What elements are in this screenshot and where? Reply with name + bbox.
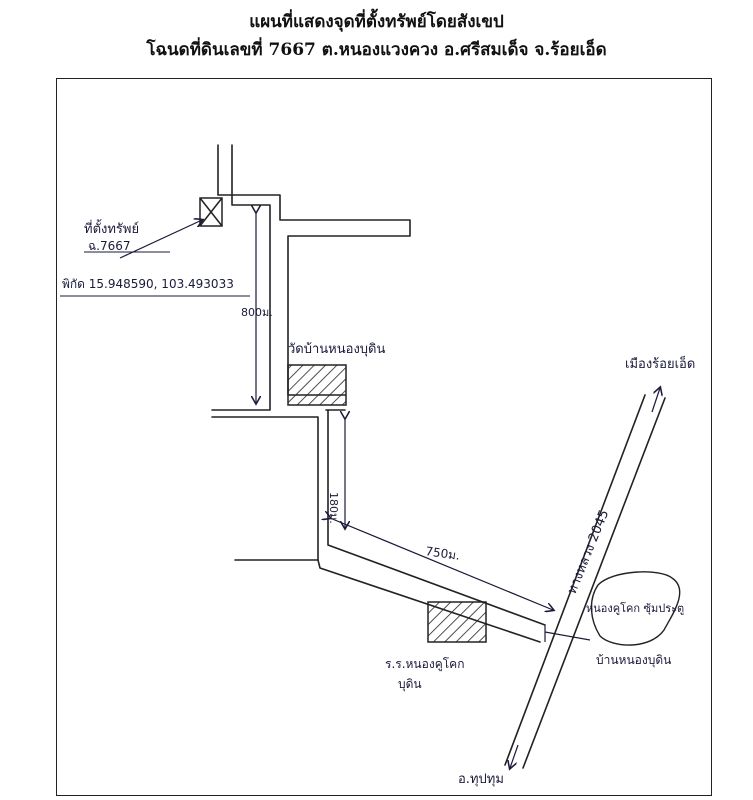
highway-2045-left-edge (504, 394, 646, 766)
to-pathum-label: อ.ทุปทุม (458, 772, 504, 787)
road-north-left-edge (217, 144, 411, 396)
road-north-right-edge (211, 144, 271, 411)
school-block (427, 601, 487, 643)
dist-180-label: 180ม. (327, 492, 340, 524)
deed-subtitle: โฉนดที่ดินเลขที่ 7667 ต.หนองแวงควง อ.ศรี… (146, 40, 607, 60)
dist-750-label: 750ม. (425, 544, 461, 563)
village-area (590, 571, 681, 646)
map-frame (56, 78, 712, 796)
to-roiet-label: เมืองร้อยเอ็ด (625, 354, 695, 372)
school-label-2: บุดิน (398, 677, 422, 692)
dist-800-label: 800ม. (241, 306, 273, 319)
road-middle-left-edge (211, 416, 319, 561)
highway-2045-right-edge (522, 397, 666, 769)
property-label: ที่ตั้งทรัพย์ (84, 219, 139, 237)
village-sign-pointer (544, 631, 591, 641)
to-roiet-arrow (651, 388, 660, 413)
temple-label: วัดบ้านหนองบุดิน (288, 342, 385, 357)
coordinates-label: พิกัด 15.948590, 103.493033 (62, 277, 234, 291)
village-label: บ้านหนองบุดิน (596, 653, 671, 668)
village-sign-label: หนองคูโคก ซุ้มประตู (586, 601, 684, 615)
property-marker (199, 197, 223, 227)
school-label-1: ร.ร.หนองคูโคก (385, 657, 464, 672)
deed-label: ฉ.7667 (88, 239, 131, 253)
dist-750-arrow (330, 518, 553, 610)
temple-block (287, 364, 347, 406)
to-pathum-arrow (510, 744, 519, 768)
map-title: แผนที่แสดงจุดที่ตั้งทรัพย์โดยสังเขป (249, 12, 504, 32)
